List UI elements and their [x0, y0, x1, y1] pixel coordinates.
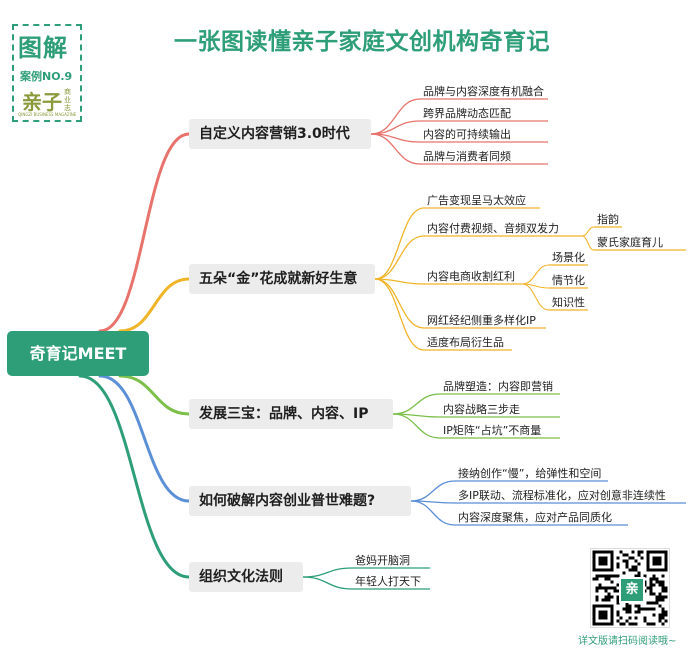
root-node: 奇育记MEET [7, 331, 149, 376]
leaf-2-2: 内容付费视频、音频双发力 [427, 222, 559, 235]
logo-tagline: QINGZI BUSINESS MAGAZINE [18, 112, 77, 117]
logo-brand: 亲子 [22, 90, 62, 114]
link-2-1 [374, 207, 425, 280]
branch-node-1: 自定义内容营销3.0时代 [189, 119, 371, 149]
link-2-2-2 [581, 235, 595, 251]
logo-subtitle: 商业志 [64, 88, 71, 112]
branch-node-4: 如何破解内容创业普世难题? [189, 486, 411, 516]
leaf-5-1: 爸妈开脑洞 [355, 554, 410, 567]
leaf-4-3: 内容深度聚焦，应对产品同质化 [458, 511, 612, 524]
leaf-3-1: 品牌塑造：内容即营销 [443, 380, 553, 393]
link-5-2 [302, 576, 353, 590]
link-2-3 [374, 278, 425, 285]
qr-caption: 详文版请扫码阅读哦~ [578, 636, 677, 647]
branch-node-2: 五朵“金”花成就新好生意 [189, 264, 375, 294]
leaf-2-2-1: 指韵 [597, 213, 619, 226]
link-3-1 [392, 393, 441, 415]
branch-node-5: 组织文化法则 [189, 562, 303, 592]
link-4-3 [410, 500, 456, 526]
link-5-1 [302, 567, 353, 578]
leaf-2-4: 网红经纪侧重多样化IP [427, 314, 536, 327]
link-1-2 [370, 120, 421, 135]
link-3-3 [392, 413, 441, 439]
leaf-2-1: 广告变现呈马太效应 [427, 194, 526, 207]
root-link-3 [118, 374, 191, 416]
leaf-2-3-3: 知识性 [552, 296, 585, 309]
leaf-1-3: 内容的可持续输出 [423, 128, 511, 141]
leaf-1-4: 品牌与消费者同频 [423, 150, 511, 163]
link-2-3-1 [521, 264, 550, 285]
leaf-5-2: 年轻人打天下 [355, 575, 421, 588]
leaf-3-3: IP矩阵“占坑”不商量 [443, 424, 542, 437]
qr-code[interactable]: 亲 [590, 548, 670, 628]
page-title: 一张图读懂亲子家庭文创机构奇育记 [174, 29, 550, 55]
leaf-3-2: 内容战略三步走 [443, 403, 520, 416]
link-4-1 [410, 480, 456, 502]
link-2-2-1 [581, 226, 595, 237]
link-2-3-3 [521, 283, 550, 311]
logo-case-number: 案例NO.9 [20, 70, 73, 83]
root-link-2 [118, 277, 191, 333]
leaf-2-3: 内容电商收割红利 [427, 270, 515, 283]
branch-node-3: 发展三宝：品牌、内容、IP [189, 399, 393, 429]
root-link-4 [98, 374, 191, 503]
link-2-4 [374, 278, 425, 329]
leaf-2-3-1: 场景化 [552, 251, 585, 264]
link-1-1 [370, 98, 421, 135]
leaf-2-3-2: 情节化 [552, 274, 585, 287]
logo-badge: 图解 案例NO.9 亲子 商业志 QINGZI BUSINESS MAGAZIN… [12, 24, 82, 122]
leaf-2-2-2: 蒙氏家庭育儿 [597, 236, 663, 249]
logo-title: 图解 [18, 34, 68, 62]
leaf-2-5: 适度布局衍生品 [427, 336, 504, 349]
root-link-1 [98, 132, 191, 333]
leaf-4-1: 接纳创作“慢”，给弹性和空间 [458, 467, 602, 480]
leaf-1-2: 跨界品牌动态匹配 [423, 107, 511, 120]
link-1-4 [370, 133, 421, 165]
root-link-5 [78, 374, 191, 579]
leaf-1-1: 品牌与内容深度有机融合 [423, 85, 544, 98]
link-2-2 [374, 235, 425, 280]
link-2-5 [374, 278, 425, 351]
leaf-4-2: 多IP联动、流程标准化，应对创意非连续性 [458, 489, 666, 502]
qr-center-logo: 亲 [619, 577, 645, 603]
